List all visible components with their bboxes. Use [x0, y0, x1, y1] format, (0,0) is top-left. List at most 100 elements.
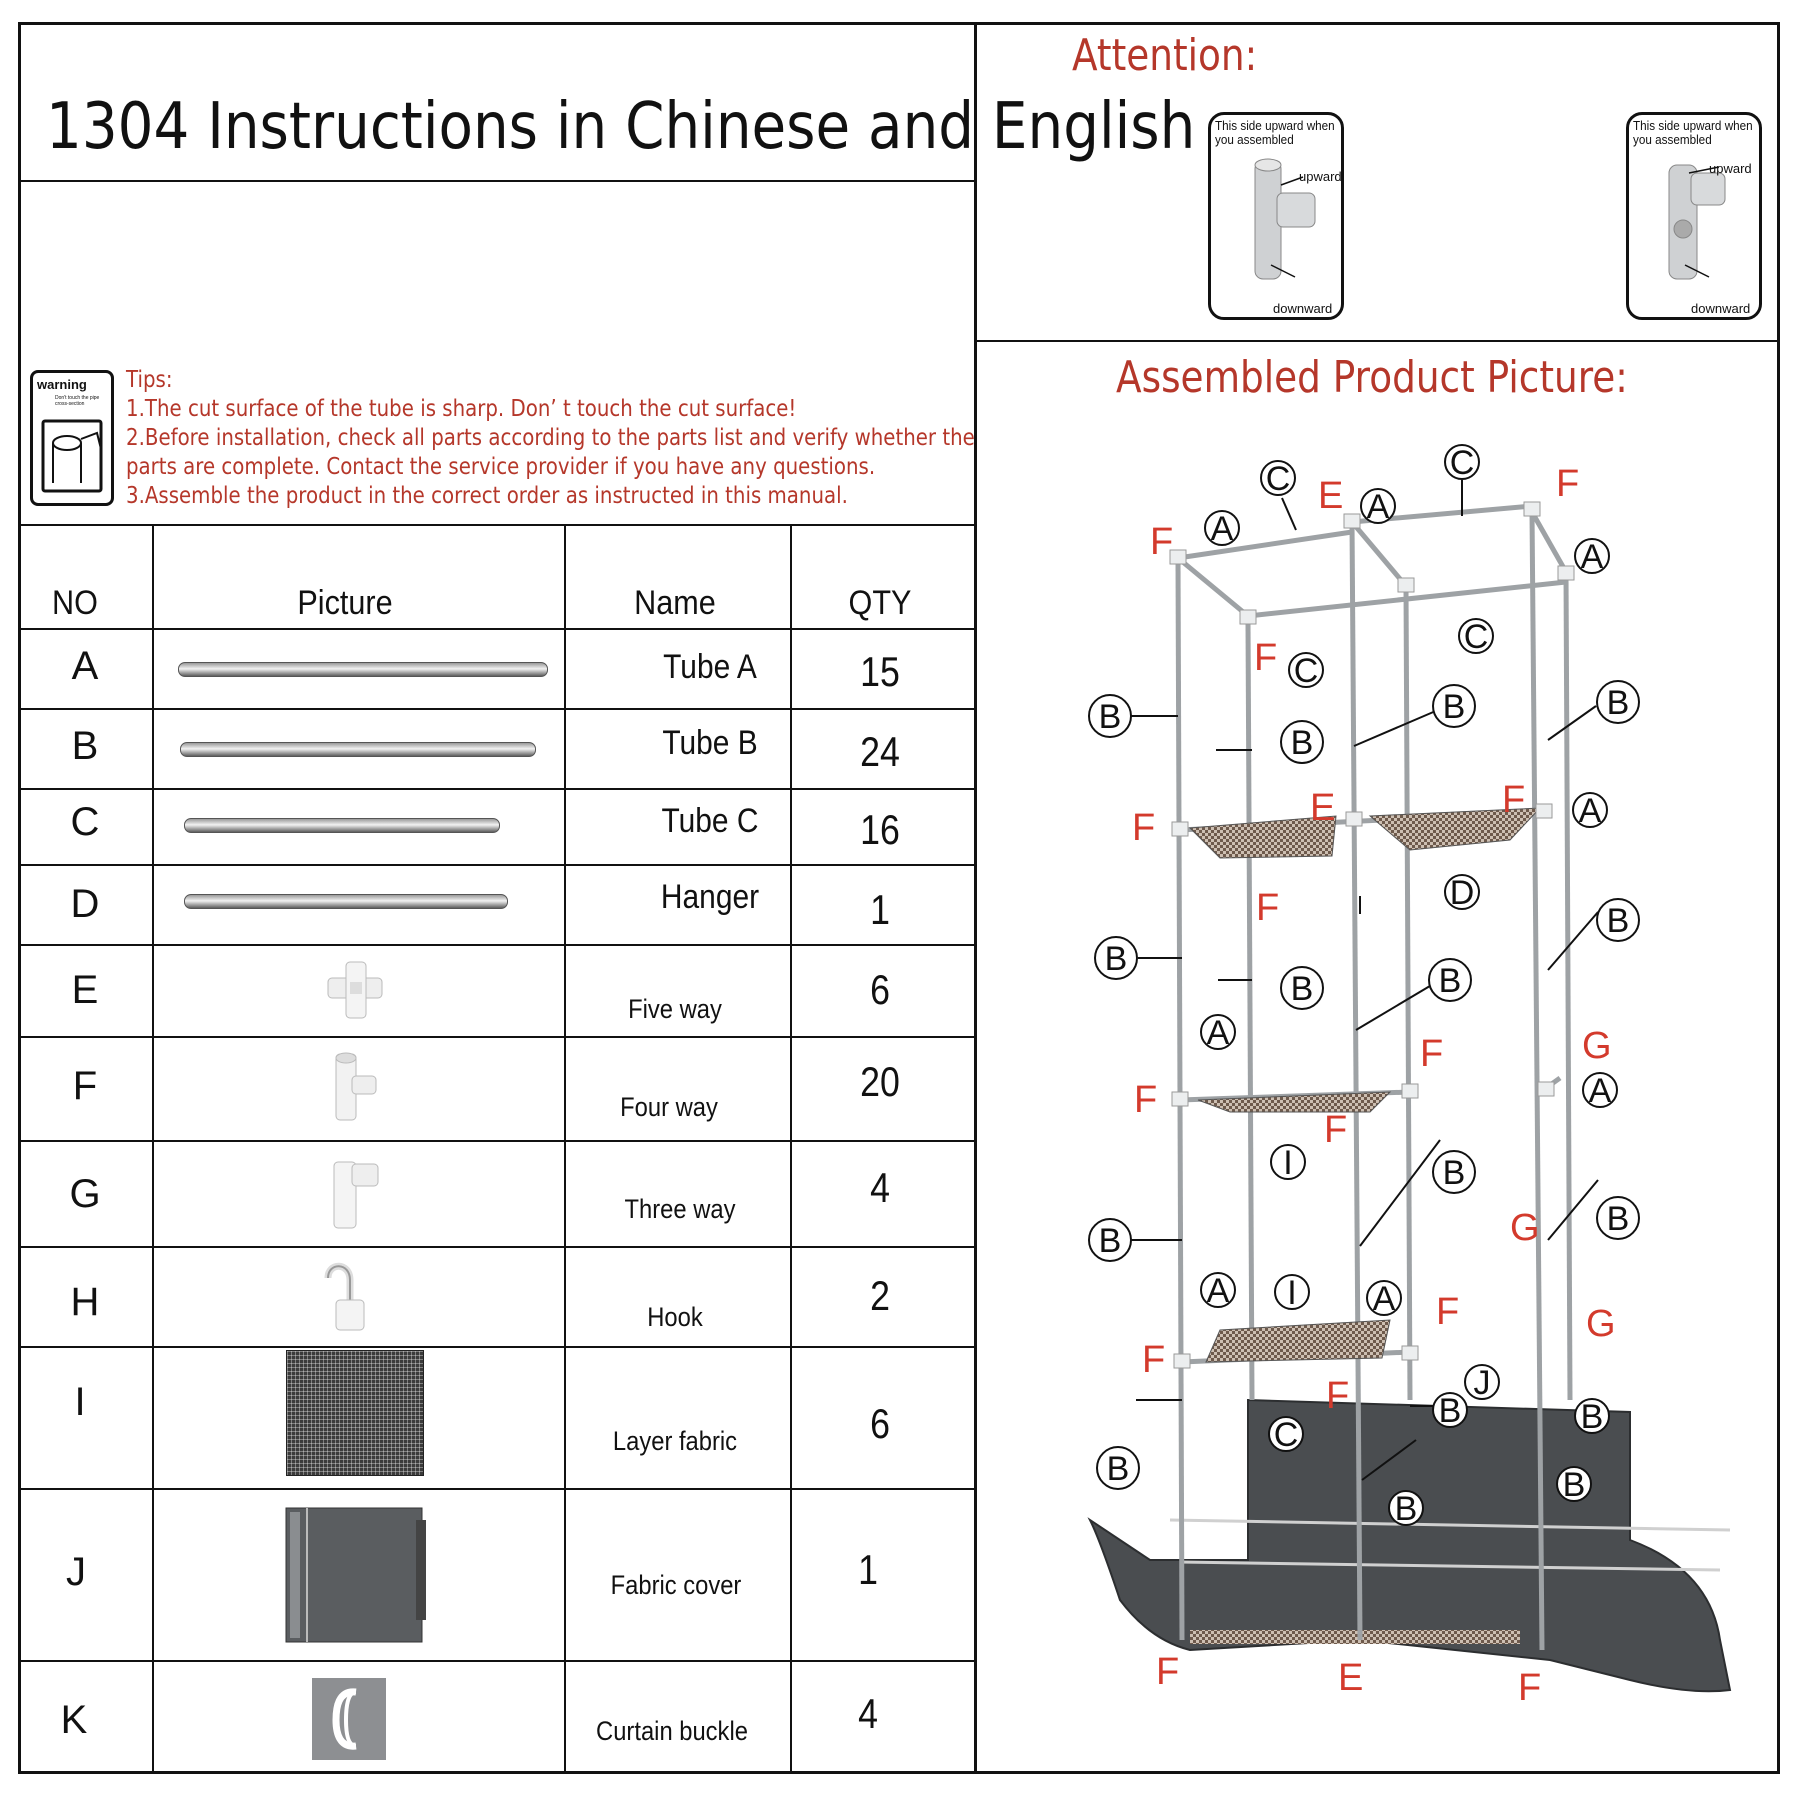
row-c-qty: 16 [860, 806, 900, 853]
three-way-connector-icon [333, 1161, 379, 1229]
tips-line-1: 1.The cut surface of the tube is sharp. … [126, 396, 797, 422]
tips-heading: Tips: [126, 367, 173, 393]
diagram-red-label: F [1326, 1375, 1349, 1417]
row-c-no: C [70, 800, 100, 844]
diagram-label: B [1574, 1398, 1610, 1436]
row-a-qty: 15 [860, 648, 900, 695]
row-h-no: H [70, 1280, 100, 1324]
row-e-qty: 6 [870, 966, 890, 1013]
svg-text:B: B [1099, 698, 1122, 736]
title-divider [18, 180, 974, 182]
diagram-label: B [1428, 958, 1472, 1002]
row-a-name: Tube A [663, 648, 757, 686]
svg-text:B: B [1291, 724, 1314, 762]
attention-title: Attention: [1072, 30, 1258, 81]
svg-text:B: B [1581, 1398, 1604, 1436]
svg-text:B: B [1443, 1154, 1466, 1192]
tips-block: Tips: 1.The cut surface of the tube is s… [126, 366, 975, 511]
diagram-label: A [1360, 488, 1396, 526]
svg-text:I: I [1283, 1144, 1292, 1182]
svg-text:A: A [1211, 510, 1234, 548]
svg-text:I: I [1287, 1274, 1296, 1312]
svg-text:B: B [1099, 1222, 1122, 1260]
table-row-line [18, 1660, 974, 1662]
table-col-line-3 [790, 524, 792, 1774]
table-top-border [18, 524, 974, 526]
svg-text:A: A [1581, 538, 1604, 576]
warning-icon-label: warning [37, 377, 87, 392]
attention-card-2-down: downward [1691, 301, 1751, 316]
svg-text:A: A [1207, 1014, 1230, 1052]
diagram-label: C [1444, 444, 1480, 482]
svg-text:B: B [1607, 902, 1630, 940]
table-row-line [18, 1488, 974, 1490]
connector-orientation-icon [1254, 158, 1316, 280]
diagram-label: A [1366, 1280, 1402, 1318]
hook-icon [324, 1262, 365, 1331]
row-d-qty: 1 [870, 886, 890, 933]
diagram-label: I [1270, 1144, 1306, 1182]
row-j-name: Fabric cover [610, 1570, 742, 1600]
diagram-label: B [1388, 1490, 1424, 1528]
diagram-label: B [1432, 1392, 1468, 1430]
header-qty: QTY [848, 584, 912, 622]
svg-text:A: A [1367, 488, 1390, 526]
table-row-line [18, 944, 974, 946]
warning-icon-sub: Don't touch the pipe cross-section [55, 395, 100, 407]
diagram-label: C [1268, 1416, 1304, 1454]
svg-text:C: C [1294, 652, 1319, 690]
header-picture: Picture [297, 584, 393, 622]
header-name: Name [634, 584, 716, 622]
row-b-no: B [71, 724, 99, 768]
diagram-label: B [1556, 1466, 1592, 1504]
diagram-red-label: F [1324, 1109, 1347, 1151]
diagram-red-label: F [1556, 463, 1579, 505]
diagram-red-label: F [1156, 1651, 1179, 1693]
row-e-no: E [71, 968, 99, 1012]
tube-cut-icon [41, 419, 103, 493]
table-col-line-1 [152, 524, 154, 1774]
svg-text:C: C [1274, 1416, 1299, 1454]
row-f-name: Four way [620, 1092, 718, 1122]
attention-card-1-down: downward [1273, 301, 1333, 316]
diagram-label: B [1094, 936, 1138, 980]
row-d-name: Hanger [660, 878, 760, 916]
five-way-connector-icon [327, 961, 383, 1019]
row-g-name: Three way [624, 1194, 736, 1224]
attention-card-2-text1: This side upward when [1633, 118, 1753, 133]
attention-card-1: This side upward when you assembled upwa… [1208, 112, 1344, 320]
table-row-line [18, 628, 974, 630]
svg-text:B: B [1395, 1490, 1418, 1528]
diagram-label: B [1096, 1446, 1140, 1490]
svg-text:B: B [1107, 1450, 1130, 1488]
row-i-no: I [74, 1380, 86, 1424]
assembled-title: Assembled Product Picture: [1116, 352, 1628, 403]
connector-orientation-icon [1668, 164, 1726, 280]
diagram-red-label: F [1254, 637, 1277, 679]
row-f-qty: 20 [860, 1058, 900, 1105]
row-g-qty: 4 [870, 1164, 890, 1211]
diagram-red-label: F [1256, 887, 1279, 929]
attention-divider [976, 340, 1780, 342]
row-i-name: Layer fabric [612, 1426, 738, 1456]
tips-line-4: 3.Assemble the product in the correct or… [126, 483, 848, 509]
diagram-label: B [1280, 966, 1324, 1010]
tube-icon [178, 662, 548, 677]
svg-text:A: A [1207, 1272, 1230, 1310]
diagram-label: C [1260, 460, 1296, 498]
svg-text:C: C [1464, 618, 1489, 656]
svg-text:J: J [1474, 1364, 1491, 1402]
diagram-red-label: E [1318, 475, 1343, 517]
svg-text:C: C [1450, 444, 1475, 482]
tube-icon [184, 894, 508, 909]
diagram-label: A [1204, 510, 1240, 548]
diagram-label: I [1274, 1274, 1310, 1312]
row-j-no: J [66, 1550, 86, 1594]
diagram-label: D [1444, 874, 1480, 912]
svg-text:A: A [1579, 792, 1602, 830]
row-g-no: G [69, 1172, 101, 1216]
row-j-qty: 1 [858, 1546, 878, 1593]
diagram-label: A [1200, 1272, 1236, 1310]
row-b-name: Tube B [662, 724, 758, 762]
svg-text:B: B [1291, 970, 1314, 1008]
